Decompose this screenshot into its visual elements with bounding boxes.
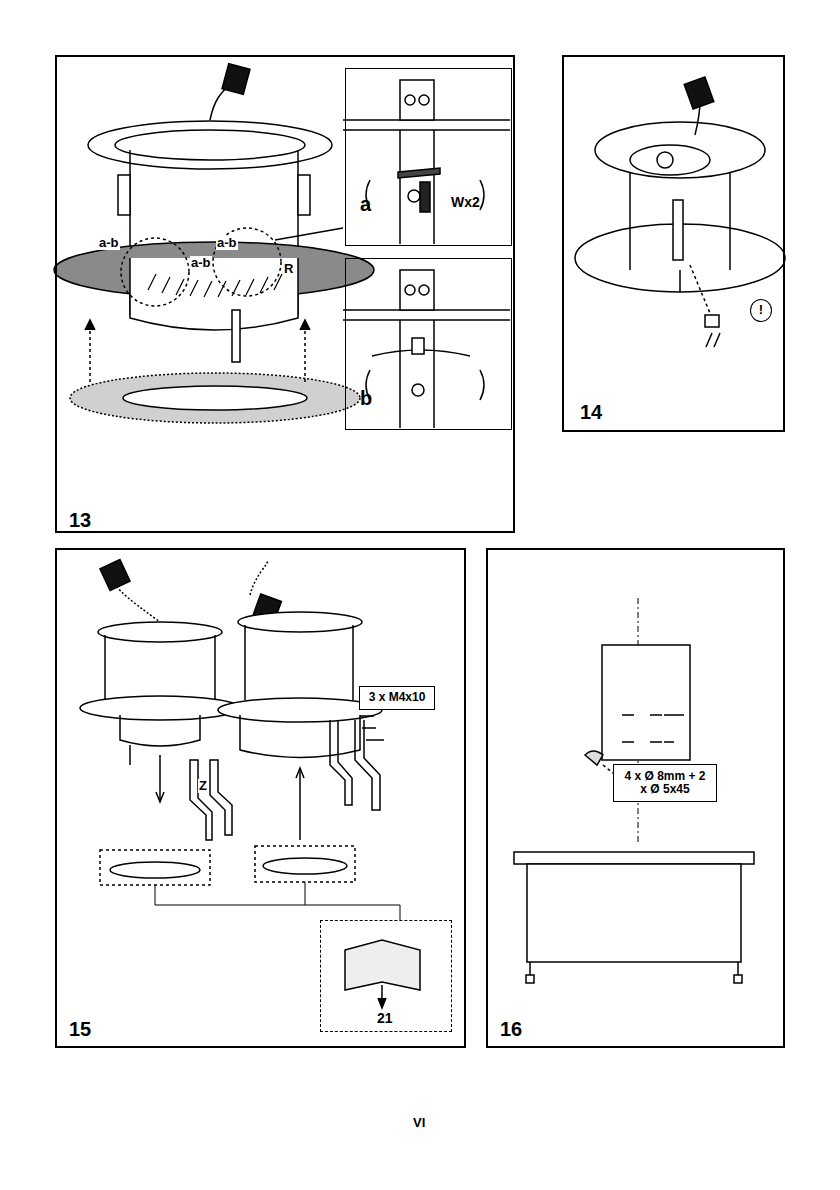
label-box: 4 x Ø 8mm + 2 x Ø 5x45 xyxy=(613,764,717,802)
part-label: Z xyxy=(198,779,208,793)
step-number: a xyxy=(360,193,371,215)
hood-motor-14 xyxy=(575,77,785,347)
inset-detail-b xyxy=(343,270,510,428)
panel-frame: b xyxy=(345,258,512,430)
part-label: R xyxy=(283,262,294,276)
label-box: 3 x M4x10 xyxy=(359,686,435,710)
inset-detail-a xyxy=(343,80,510,244)
part-label: a-b xyxy=(190,256,212,270)
panel-frame: 21 xyxy=(320,920,452,1032)
hood-assembly-15 xyxy=(80,559,420,1008)
warning-circle: ! xyxy=(750,299,772,322)
step-number: b xyxy=(360,387,372,409)
step-number: 14 xyxy=(580,401,602,423)
callout-text: ! xyxy=(759,303,763,317)
panel-frame: a Wx2 xyxy=(345,68,512,246)
page-number: VI xyxy=(412,1116,426,1130)
panel-frame: 15 3 x M4x10 21 xyxy=(55,548,466,1048)
wall-mounting-16 xyxy=(514,598,754,983)
hood-motor-13 xyxy=(54,64,374,423)
callout-text: 3 x M4x10 xyxy=(369,691,426,704)
part-label: a-b xyxy=(98,236,120,250)
panel-frame: 14! xyxy=(562,55,785,432)
callout-text: 4 x Ø 8mm + 2 x Ø 5x45 xyxy=(622,770,708,796)
part-label: a-b xyxy=(216,236,238,250)
step-number: 15 xyxy=(69,1018,91,1040)
panel-frame: 16 4 x Ø 8mm + 2 x Ø 5x45 xyxy=(486,548,785,1048)
panel-frame: 13 a Wx2 b xyxy=(55,55,515,533)
callout-text: Wx2 xyxy=(451,195,480,210)
step-number: 13 xyxy=(69,509,91,531)
callout-text: 21 xyxy=(377,1011,393,1026)
step-number: 16 xyxy=(500,1018,522,1040)
